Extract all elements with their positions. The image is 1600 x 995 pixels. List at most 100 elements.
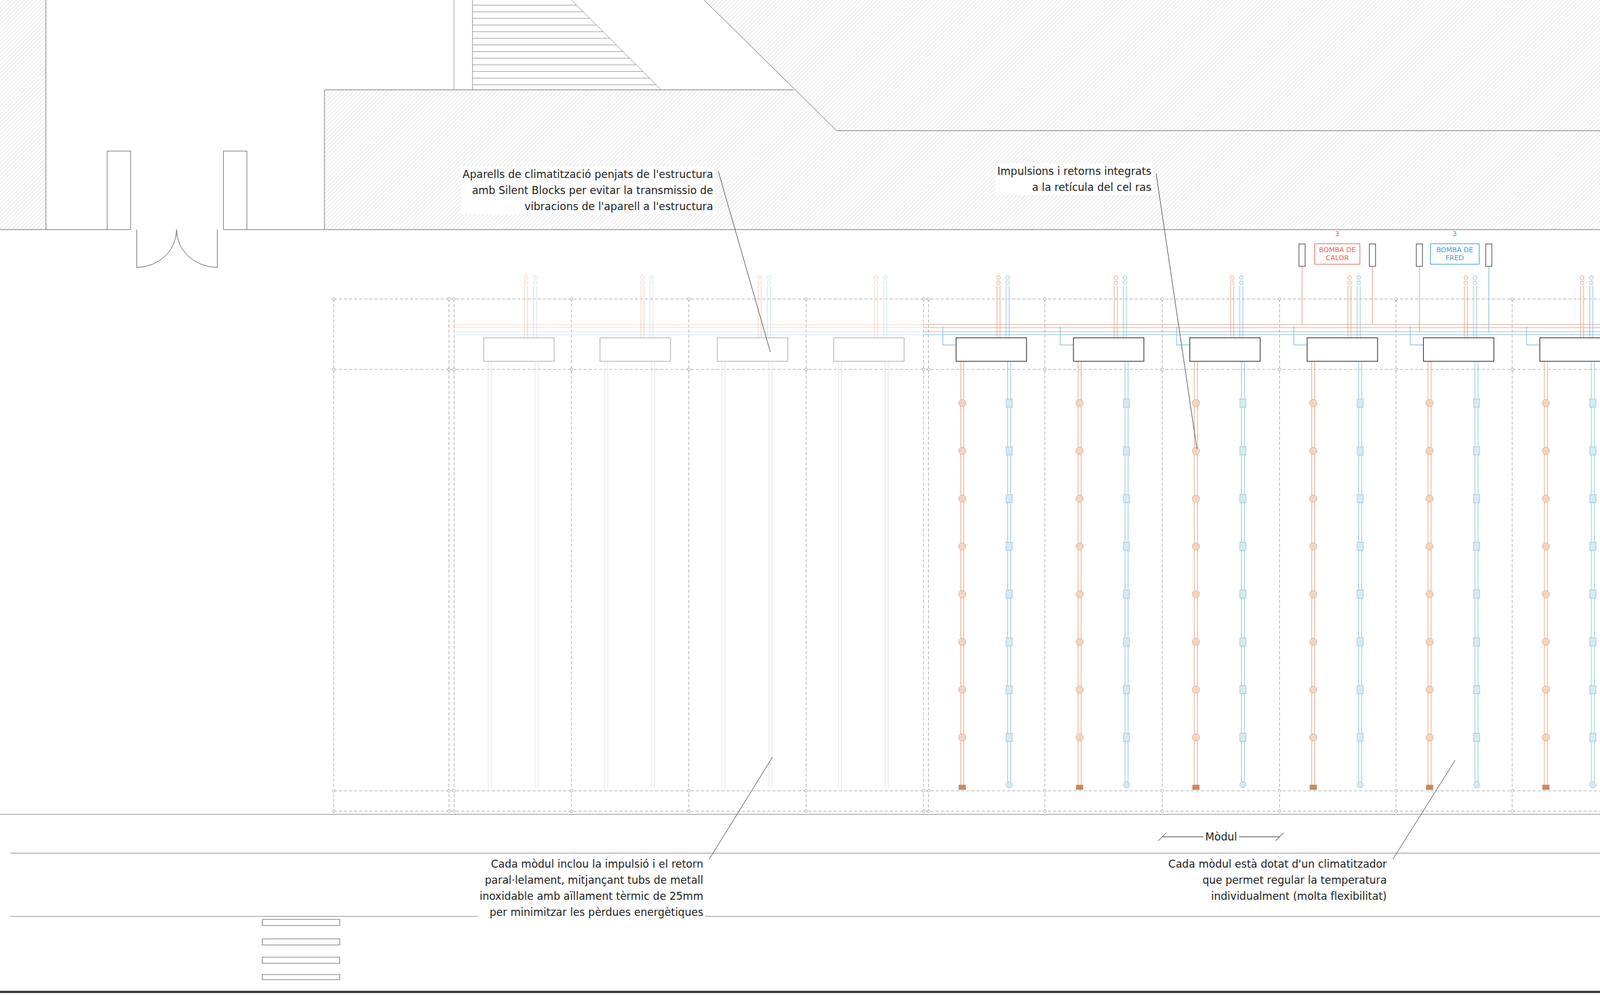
pipe-tip bbox=[1230, 275, 1235, 280]
pipe-tip bbox=[1464, 280, 1468, 285]
grid-node bbox=[687, 789, 690, 793]
supply-pipe bbox=[767, 285, 771, 338]
grille bbox=[1239, 685, 1246, 694]
return-pipe bbox=[1077, 361, 1081, 788]
text-line: Impulsions i retorns integrats bbox=[997, 163, 1152, 180]
grid-line bbox=[1395, 299, 1397, 812]
return-pipe bbox=[1312, 361, 1316, 788]
grid-node bbox=[1394, 810, 1398, 813]
supply-pipe bbox=[524, 285, 528, 338]
pump-bracket bbox=[1485, 244, 1492, 267]
stair-tread bbox=[472, 4, 576, 6]
pipe-tip bbox=[1464, 275, 1468, 280]
grille bbox=[1239, 494, 1246, 503]
wall-hatch bbox=[324, 0, 1600, 230]
grille bbox=[1357, 494, 1364, 503]
diffuser bbox=[1309, 399, 1317, 407]
step bbox=[262, 957, 340, 964]
grid-node bbox=[569, 297, 573, 301]
grille bbox=[1006, 733, 1013, 742]
diffuser bbox=[1425, 638, 1434, 646]
grid-node bbox=[1043, 368, 1047, 371]
pipe-tip bbox=[766, 280, 771, 285]
grid-line bbox=[448, 299, 450, 812]
grid-node bbox=[926, 789, 930, 793]
grille bbox=[1473, 637, 1480, 646]
pipe-tip bbox=[533, 275, 538, 280]
grille bbox=[1473, 733, 1480, 742]
pipe-tip bbox=[1114, 275, 1118, 280]
grid-node bbox=[1161, 297, 1164, 301]
hvac-module bbox=[1176, 275, 1261, 790]
pipe-end bbox=[1309, 784, 1317, 790]
grid-node bbox=[447, 810, 450, 813]
diffuser bbox=[1075, 733, 1084, 741]
grid-node bbox=[569, 810, 573, 813]
grille bbox=[1357, 590, 1364, 599]
grid-node bbox=[447, 789, 450, 793]
grid-line bbox=[333, 368, 1600, 370]
grid-line bbox=[923, 299, 924, 812]
diffuser bbox=[1192, 590, 1200, 598]
grille bbox=[1589, 446, 1596, 455]
grid-node bbox=[926, 297, 930, 301]
diffuser bbox=[1425, 590, 1434, 598]
text-line: a la retícula del cel ras bbox=[997, 179, 1152, 196]
pipe-tip bbox=[640, 280, 644, 285]
grid-node bbox=[922, 789, 925, 793]
text-line: individualment (molta flexibilitat) bbox=[1168, 888, 1387, 905]
grille bbox=[1357, 541, 1364, 551]
grille bbox=[1589, 637, 1596, 646]
diffuser bbox=[958, 495, 966, 503]
grid-node bbox=[447, 368, 450, 371]
grid-node bbox=[569, 789, 573, 793]
grid-node bbox=[1161, 368, 1164, 371]
pipe-tip bbox=[757, 280, 762, 285]
diffuser bbox=[1309, 685, 1317, 694]
grille bbox=[1357, 399, 1364, 408]
stair-tread bbox=[472, 84, 656, 86]
text-line: BOMBA DE bbox=[1318, 245, 1357, 254]
pipe-tip bbox=[874, 275, 879, 280]
supply-pipe bbox=[996, 285, 1000, 338]
diffuser bbox=[1192, 542, 1200, 551]
hvac-module bbox=[1526, 275, 1600, 790]
pipe-tip bbox=[1580, 275, 1584, 280]
pipe-tip bbox=[1580, 280, 1584, 285]
diffuser bbox=[958, 638, 966, 646]
text-line: 3 bbox=[1335, 229, 1340, 238]
pipe-end bbox=[1425, 784, 1434, 790]
grid-node bbox=[447, 297, 450, 301]
supply-pipe bbox=[640, 285, 644, 338]
grid-line bbox=[928, 299, 929, 812]
pipe-tip bbox=[1006, 275, 1010, 280]
grille bbox=[1123, 637, 1130, 646]
leader-line bbox=[1392, 760, 1456, 860]
pipe-end bbox=[1589, 781, 1596, 788]
wall-hatch bbox=[0, 0, 46, 230]
diffuser bbox=[1309, 495, 1317, 503]
pipe-tip bbox=[1347, 275, 1352, 280]
return-pipe bbox=[1194, 361, 1198, 788]
stair-tread bbox=[472, 24, 597, 26]
pipe-tip bbox=[1122, 275, 1127, 280]
pump-label: BOMBA DE FRED bbox=[1433, 245, 1476, 263]
supply-pipe bbox=[1230, 285, 1234, 338]
grille bbox=[1239, 399, 1246, 408]
pipe-tip bbox=[1122, 280, 1127, 285]
annotation: Impulsions i retorns integrats a la retí… bbox=[995, 163, 1154, 196]
climate-unit bbox=[1307, 338, 1378, 362]
grid-node bbox=[452, 810, 456, 813]
pipe-tip bbox=[874, 280, 879, 285]
grid-node bbox=[1394, 789, 1398, 793]
grille bbox=[1006, 590, 1013, 599]
grille bbox=[1473, 685, 1480, 694]
diffuser bbox=[1542, 685, 1550, 694]
diffuser bbox=[958, 685, 966, 694]
annotation: Cada mòdul està dotat d'un climatitzador… bbox=[1166, 855, 1389, 905]
grille bbox=[1123, 446, 1130, 455]
leader-line bbox=[709, 757, 773, 860]
grid-line bbox=[571, 299, 572, 812]
